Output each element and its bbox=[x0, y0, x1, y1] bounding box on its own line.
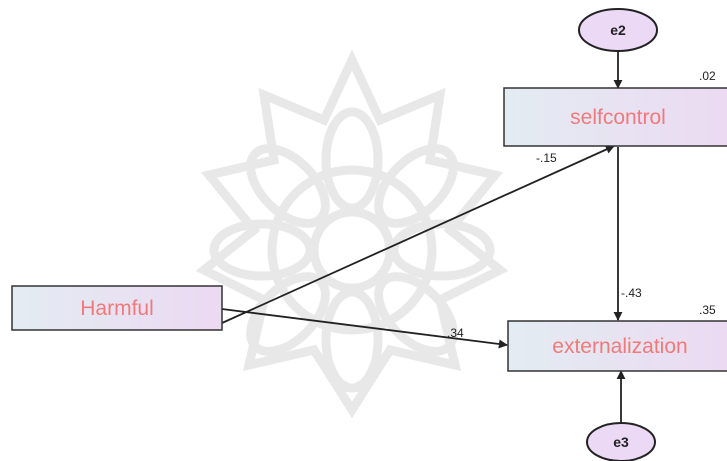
error-e3-label: e3 bbox=[613, 434, 629, 450]
r2-externalization: .35 bbox=[699, 303, 716, 317]
coef-harmful-selfcontrol: -.15 bbox=[536, 151, 557, 165]
node-selfcontrol-label: selfcontrol bbox=[570, 106, 666, 129]
r2-selfcontrol: .02 bbox=[699, 69, 716, 83]
coef-harmful-externalization: .34 bbox=[447, 326, 464, 340]
error-e2[interactable] bbox=[578, 8, 658, 52]
node-harmful[interactable] bbox=[11, 285, 223, 331]
error-e2-label: e2 bbox=[610, 22, 626, 38]
path-harmful-to-selfcontrol bbox=[221, 145, 615, 324]
node-selfcontrol[interactable] bbox=[503, 87, 727, 147]
coef-selfcontrol-externalization: -.43 bbox=[621, 286, 642, 300]
node-externalization[interactable] bbox=[507, 320, 727, 372]
path-harmful-to-externalization bbox=[221, 308, 508, 349]
watermark-mandala bbox=[195, 49, 509, 419]
error-e3[interactable] bbox=[586, 422, 656, 461]
node-externalization-label: externalization bbox=[552, 335, 687, 358]
node-harmful-label: Harmful bbox=[80, 297, 154, 320]
